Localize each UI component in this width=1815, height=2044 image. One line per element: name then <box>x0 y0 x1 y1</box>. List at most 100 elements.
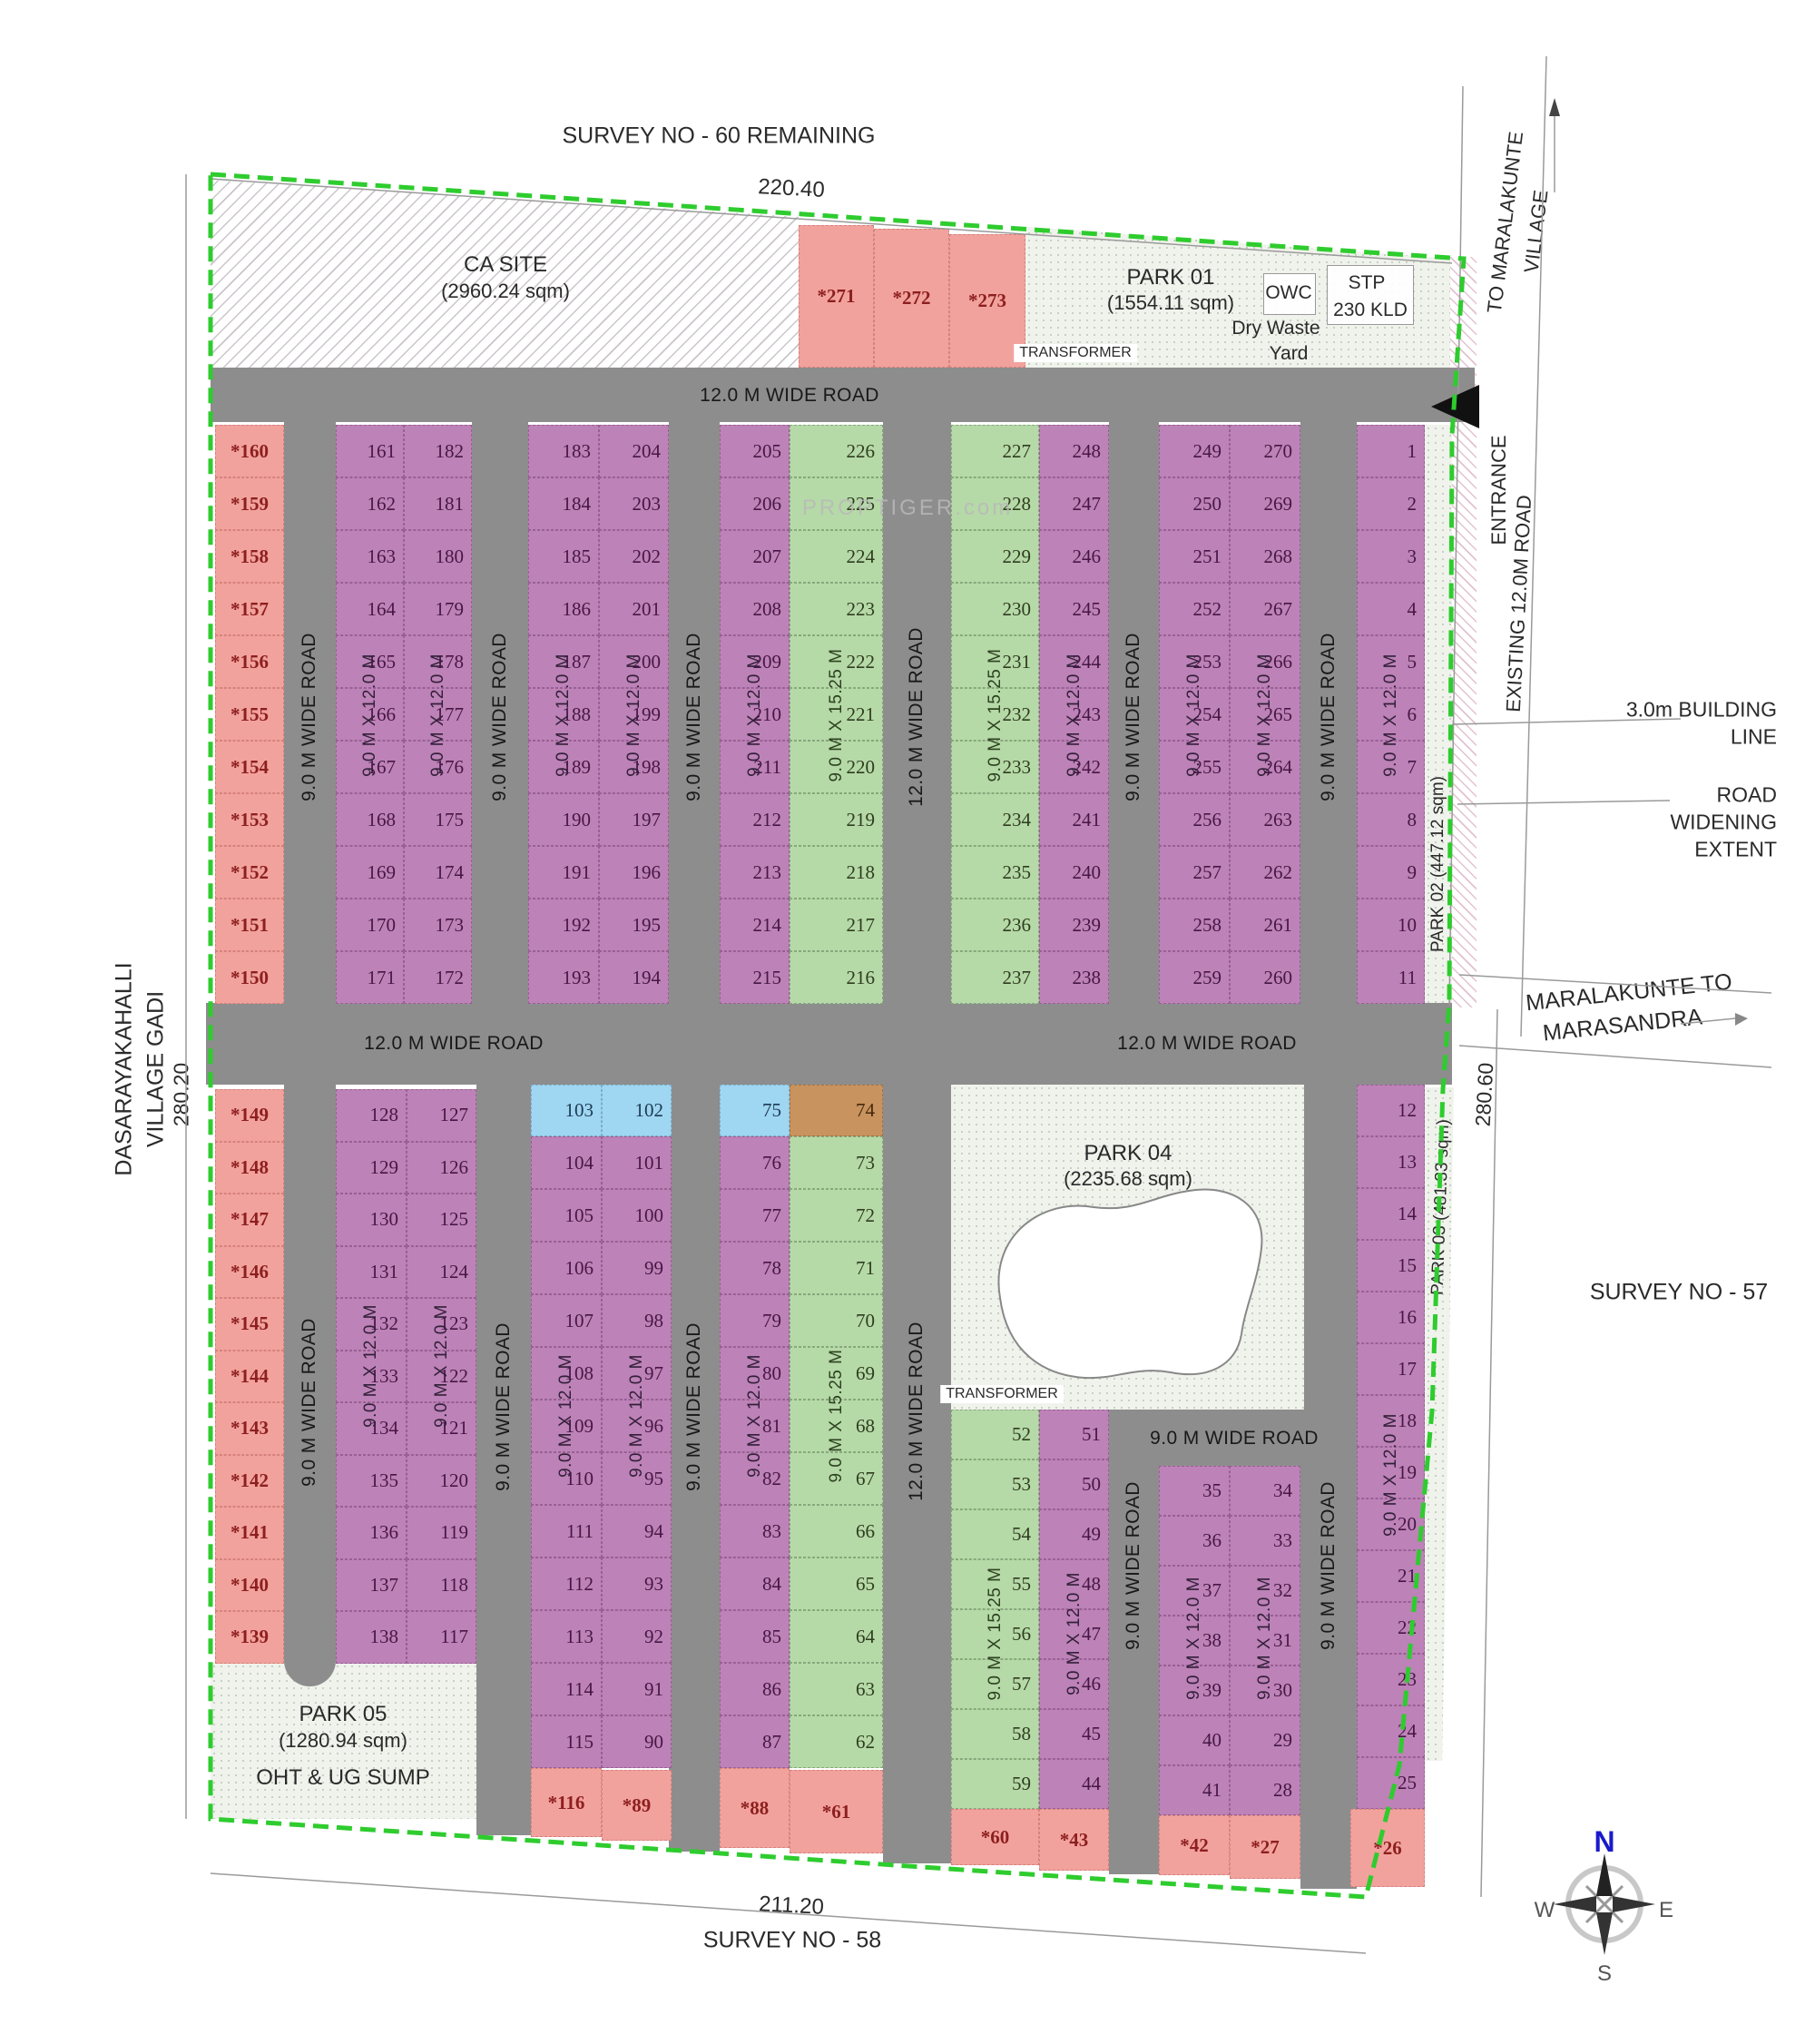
plot-8: 8 <box>1357 793 1425 846</box>
plot-205: 205 <box>720 425 790 477</box>
plot-dim-label: 9.0 M X 12.0 M <box>431 1304 451 1428</box>
plot-144: *144 <box>215 1350 284 1402</box>
plot-214: 214 <box>720 899 790 951</box>
plot-163: 163 <box>336 530 404 583</box>
plot-49: 49 <box>1039 1509 1109 1559</box>
plot-33: 33 <box>1230 1516 1300 1566</box>
plot-156: *156 <box>215 635 284 688</box>
plot-dim-label: 9.0 M X 12.0 M <box>361 1304 380 1428</box>
plot-79: 79 <box>720 1294 790 1347</box>
plot-251: 251 <box>1159 530 1230 583</box>
label: Dry Waste <box>1231 318 1320 339</box>
plot-54: 54 <box>951 1509 1039 1559</box>
plot-28: 28 <box>1230 1765 1300 1815</box>
label: ENTRANCE <box>1487 435 1510 545</box>
plot-dim-label: 9.0 M X 12.0 M <box>556 1354 575 1478</box>
plot-107: 107 <box>531 1294 602 1347</box>
plot-11: 11 <box>1357 951 1425 1004</box>
plot-60: *60 <box>951 1809 1039 1865</box>
plot-94: 94 <box>602 1505 672 1558</box>
plot-145: *145 <box>215 1298 284 1351</box>
plot-21: 21 <box>1357 1550 1425 1602</box>
label: LINE <box>1730 724 1777 749</box>
plot-154: *154 <box>215 741 284 793</box>
plot-155: *155 <box>215 688 284 741</box>
plot-212: 212 <box>720 793 790 846</box>
plot-257: 257 <box>1159 846 1230 899</box>
road-label: 9.0 M WIDE ROAD <box>683 633 704 801</box>
plot-45: 45 <box>1039 1709 1109 1759</box>
plot-219: 219 <box>790 793 883 846</box>
road-label: 12.0 M WIDE ROAD <box>364 1033 544 1054</box>
plot-149: *149 <box>215 1089 284 1142</box>
plot-181: 181 <box>404 477 472 530</box>
plot-215: 215 <box>720 951 790 1004</box>
compass-e: E <box>1659 1898 1673 1922</box>
plot-100: 100 <box>602 1189 672 1242</box>
plot-16: 16 <box>1357 1292 1425 1343</box>
plot-104: 104 <box>531 1136 602 1189</box>
label: TO MARALAKUNTE <box>1482 130 1528 315</box>
plot-dim-label: 9.0 M X 12.0 M <box>1255 653 1274 777</box>
plot-223: 223 <box>790 583 883 635</box>
plot-90: 90 <box>602 1715 672 1768</box>
plot-207: 207 <box>720 530 790 583</box>
label: OHT & UG SUMP <box>256 1765 430 1790</box>
plot-158: *158 <box>215 530 284 583</box>
plot-115: 115 <box>531 1715 602 1768</box>
plot-157: *157 <box>215 583 284 635</box>
plot-93: 93 <box>602 1558 672 1610</box>
plot-2: 2 <box>1357 477 1425 530</box>
label: (1280.94 sqm) <box>279 1729 407 1752</box>
plot-141: *141 <box>215 1507 284 1559</box>
plot-99: 99 <box>602 1242 672 1294</box>
road-label: 12.0 M WIDE ROAD <box>906 1322 927 1501</box>
plot-259: 259 <box>1159 951 1230 1004</box>
plot-258: 258 <box>1159 899 1230 951</box>
plot-dim-label: 9.0 M X 12.0 M <box>427 653 447 777</box>
plot-35: 35 <box>1159 1466 1230 1516</box>
plot-160: *160 <box>215 425 284 477</box>
plot-85: 85 <box>720 1610 790 1663</box>
plot-27: *27 <box>1230 1815 1300 1879</box>
road-label: 9.0 M WIDE ROAD <box>493 1322 514 1491</box>
plot-74: 74 <box>790 1085 883 1136</box>
plot-71: 71 <box>790 1242 883 1294</box>
plot-dim-label: 9.0 M X 12.0 M <box>623 653 643 777</box>
compass-w: W <box>1535 1898 1555 1922</box>
road-label: 9.0 M WIDE ROAD <box>299 1318 319 1487</box>
label: VILLAGE <box>1519 188 1553 274</box>
plot-252: 252 <box>1159 583 1230 635</box>
label: 3.0m BUILDING <box>1625 697 1777 722</box>
road-label: 9.0 M WIDE ROAD <box>1123 633 1143 801</box>
plot-183: 183 <box>528 425 599 477</box>
plot-126: 126 <box>407 1141 476 1194</box>
plot-146: *146 <box>215 1245 284 1298</box>
plot-201: 201 <box>599 583 669 635</box>
plot-89: *89 <box>602 1770 672 1841</box>
plot-dim-label: 9.0 M X 12.0 M <box>626 1354 646 1478</box>
plot-17: 17 <box>1357 1343 1425 1395</box>
plot-86: 86 <box>720 1663 790 1715</box>
plot-226: 226 <box>790 425 883 477</box>
plot-227: 227 <box>951 425 1039 477</box>
road-label: 12.0 M WIDE ROAD <box>700 385 879 406</box>
plot-dim-label: 9.0 M X 12.0 M <box>1184 1577 1203 1700</box>
label: TRANSFORMER <box>1014 344 1137 362</box>
label: 280.60 <box>1470 1062 1498 1127</box>
plot-208: 208 <box>720 583 790 635</box>
plot-61: *61 <box>790 1770 883 1853</box>
plot-269: 269 <box>1230 477 1300 530</box>
label: (1554.11 sqm) <box>1106 291 1235 314</box>
plot-175: 175 <box>404 793 472 846</box>
plot-147: *147 <box>215 1194 284 1246</box>
label: Yard <box>1269 343 1309 364</box>
plot-dim-label: 9.0 M X 15.25 M <box>826 1349 846 1483</box>
road-label: 9.0 M WIDE ROAD <box>1318 633 1339 801</box>
plot-12: 12 <box>1357 1085 1425 1136</box>
plot-4: 4 <box>1357 583 1425 635</box>
plot-234: 234 <box>951 793 1039 846</box>
plot-29: 29 <box>1230 1715 1300 1765</box>
road-label: 9.0 M WIDE ROAD <box>1123 1481 1143 1650</box>
plot-105: 105 <box>531 1189 602 1242</box>
